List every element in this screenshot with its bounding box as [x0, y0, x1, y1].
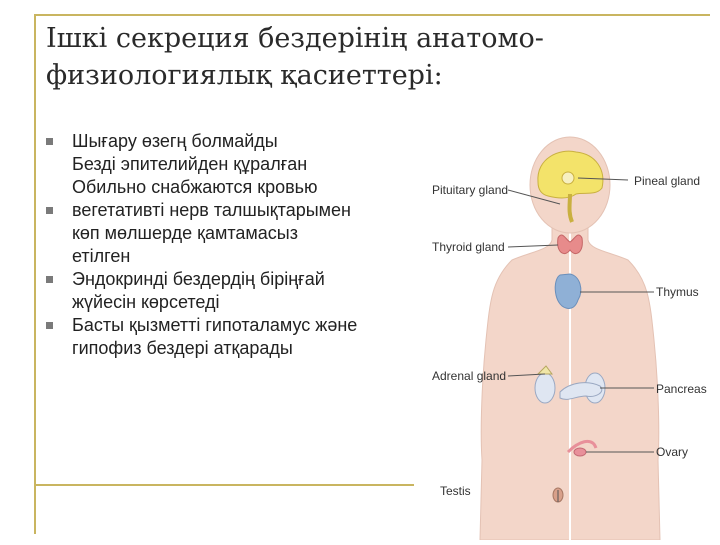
pineal-gland-icon: [561, 171, 575, 185]
adrenal-gland-label: Adrenal gland: [432, 369, 507, 383]
bullet-square-icon: [46, 322, 53, 329]
bullet-item: вегетативті нерв талшықтарымен көп мөлше…: [44, 199, 414, 268]
body-illustration: [479, 130, 661, 541]
bullet-square-icon: [46, 138, 53, 145]
bullet-item: Эндокринді бездердің біріңғай жүйесін кө…: [44, 268, 414, 314]
pancreas-label: Pancreas: [656, 382, 707, 396]
bullet-square-icon: [46, 276, 53, 283]
frame-bottom-line: [34, 484, 414, 486]
bullet-text: көп мөлшерде қамтамасыз: [72, 223, 298, 243]
bullet-text: Безді эпителийден құралған: [72, 154, 308, 174]
testis-label: Testis: [440, 484, 471, 498]
thyroid-gland-label: Thyroid gland: [432, 240, 505, 254]
thyroid-gland-icon: [557, 234, 583, 254]
bullet-text: вегетативті нерв талшықтарымен: [72, 200, 351, 220]
bullet-text: Эндокринді бездердің біріңғай: [72, 269, 325, 289]
kidney-left-icon: [534, 372, 556, 404]
pituitary-gland-icon: [567, 193, 574, 223]
title-line-2: физиологиялық қасиеттері:: [46, 60, 443, 91]
bullet-text: Обильно снабжаются кровью: [72, 177, 318, 197]
thymus-label: Thymus: [656, 285, 699, 299]
ovary-label: Ovary: [656, 445, 689, 459]
frame-vertical-line: [34, 14, 36, 534]
pancreas-icon: [559, 382, 603, 400]
bullet-item: Шығару өзегң болмайды Безді эпителийден …: [44, 130, 414, 199]
bullet-text: Басты қызметті гипоталамус және: [72, 315, 358, 335]
bullet-square-icon: [46, 207, 53, 214]
pineal-gland-label: Pineal gland: [634, 174, 701, 188]
bullet-list: Шығару өзегң болмайды Безді эпителийден …: [44, 130, 414, 360]
frame-top-line: [34, 14, 710, 16]
bullet-item: Басты қызметті гипоталамус және гипофиз …: [44, 314, 414, 360]
thymus-icon: [554, 273, 582, 309]
bullet-text: гипофиз бездері атқарады: [72, 338, 293, 358]
bullet-text: етілген: [72, 246, 131, 266]
title-line-1: Ішкі секреция бездерінің анатомо-: [46, 23, 544, 54]
slide-title: Ішкі секреция бездерінің анатомо- физиол…: [46, 20, 686, 94]
fallopian-tube-icon: [566, 439, 598, 454]
ovary-icon: [573, 447, 587, 457]
leader-lines: [507, 177, 654, 502]
bullet-text: жүйесін көрсетеді: [72, 292, 220, 312]
pituitary-gland-label: Pituitary gland: [432, 183, 509, 197]
bullet-text: Шығару өзегң болмайды: [72, 131, 278, 151]
endocrine-system-figure: Pituitary gland Pineal gland Thyroid gla…: [420, 130, 720, 541]
